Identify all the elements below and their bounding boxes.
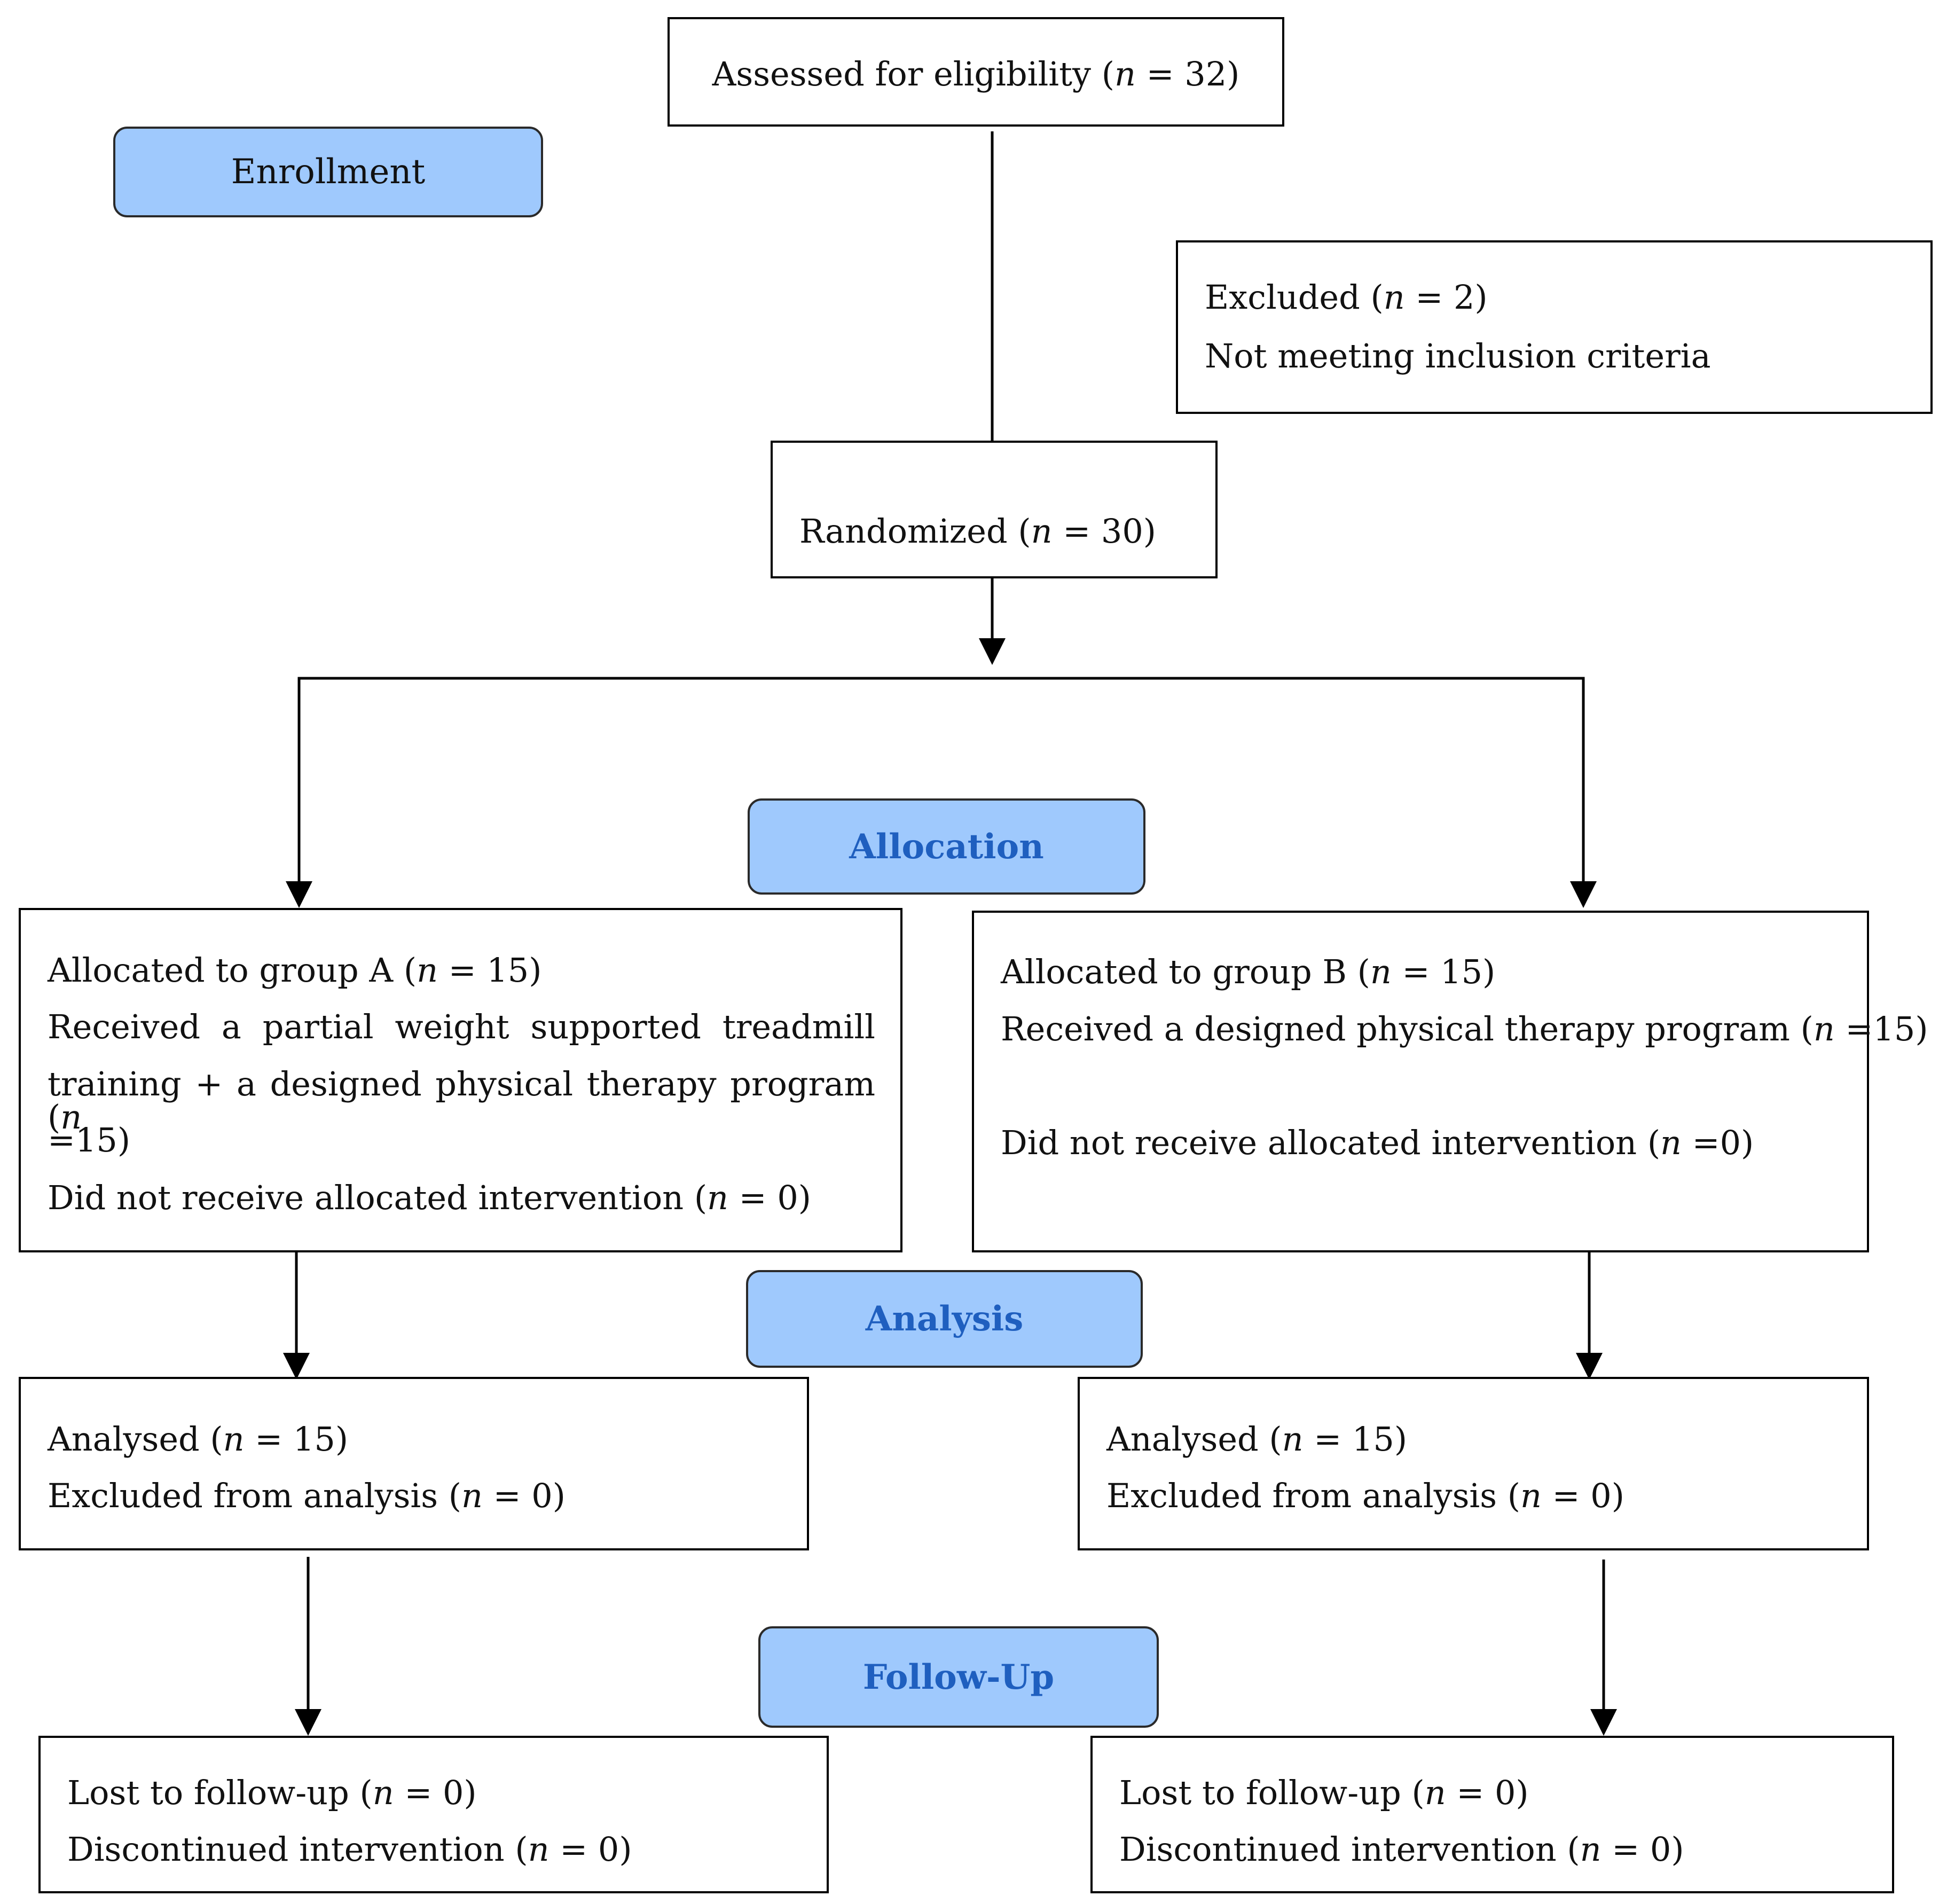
analysis-b-box: Analysed (n = 15) Excluded from analysis… (1078, 1377, 1869, 1550)
stage-enrollment-label: Enrollment (231, 152, 426, 192)
follow-b-discontinued: Discontinued intervention (n = 0) (1119, 1830, 1684, 1869)
follow-a-discontinued: Discontinued intervention (n = 0) (67, 1830, 632, 1869)
group-a-allocated: Allocated to group A (n = 15) (48, 951, 542, 990)
excluded-count: Excluded (n = 2) (1205, 278, 1488, 317)
group-a-box: Allocated to group A (n = 15) Received a… (19, 908, 902, 1252)
follow-b-box: Lost to follow-up (n = 0) Discontinued i… (1090, 1736, 1894, 1893)
stage-follow-up: Follow-Up (758, 1626, 1159, 1728)
assessed-box: Assessed for eligibility (n = 32) (668, 17, 1284, 127)
excluded-box: Excluded (n = 2) Not meeting inclusion c… (1176, 240, 1933, 414)
follow-a-box: Lost to follow-up (n = 0) Discontinued i… (38, 1736, 829, 1893)
analysis-a-excluded: Excluded from analysis (n = 0) (48, 1476, 566, 1515)
stage-allocation-label: Allocation (849, 826, 1044, 867)
randomized-box: Randomized (n = 30) (771, 441, 1218, 578)
randomized-text: Randomized (n = 30) (799, 512, 1156, 551)
stage-enrollment: Enrollment (113, 127, 543, 217)
follow-a-lost: Lost to follow-up (n = 0) (67, 1773, 477, 1812)
analysis-b-excluded: Excluded from analysis (n = 0) (1106, 1476, 1624, 1515)
group-b-box: Allocated to group B (n = 15) Received a… (972, 911, 1928, 1252)
group-b-allocated: Allocated to group B (n = 15) (1001, 952, 1496, 991)
follow-b-lost: Lost to follow-up (n = 0) (1119, 1773, 1529, 1812)
group-b-not-received: Did not receive allocated intervention (… (1001, 1123, 1754, 1162)
group-a-received-line1: Received a partial weight supported trea… (48, 1007, 875, 1046)
stage-follow-up-label: Follow-Up (862, 1657, 1055, 1697)
group-a-not-received: Did not receive allocated intervention (… (48, 1178, 811, 1217)
stage-allocation: Allocation (748, 798, 1145, 895)
stage-analysis-label: Analysis (865, 1299, 1024, 1339)
stage-analysis: Analysis (746, 1270, 1143, 1368)
analysis-a-box: Analysed (n = 15) Excluded from analysis… (19, 1377, 809, 1550)
group-b-received: Received a designed physical therapy pro… (1001, 1009, 1928, 1048)
excluded-reason: Not meeting inclusion criteria (1205, 336, 1711, 375)
group-a-received-line3: =15) (48, 1121, 131, 1159)
assessed-text: Assessed for eligibility (n = 32) (712, 54, 1240, 93)
analysis-b-analysed: Analysed (n = 15) (1106, 1420, 1408, 1459)
group-a-received-line2: training + a designed physical therapy p… (48, 1064, 875, 1137)
split-bar (297, 677, 1585, 905)
analysis-a-analysed: Analysed (n = 15) (48, 1420, 349, 1459)
